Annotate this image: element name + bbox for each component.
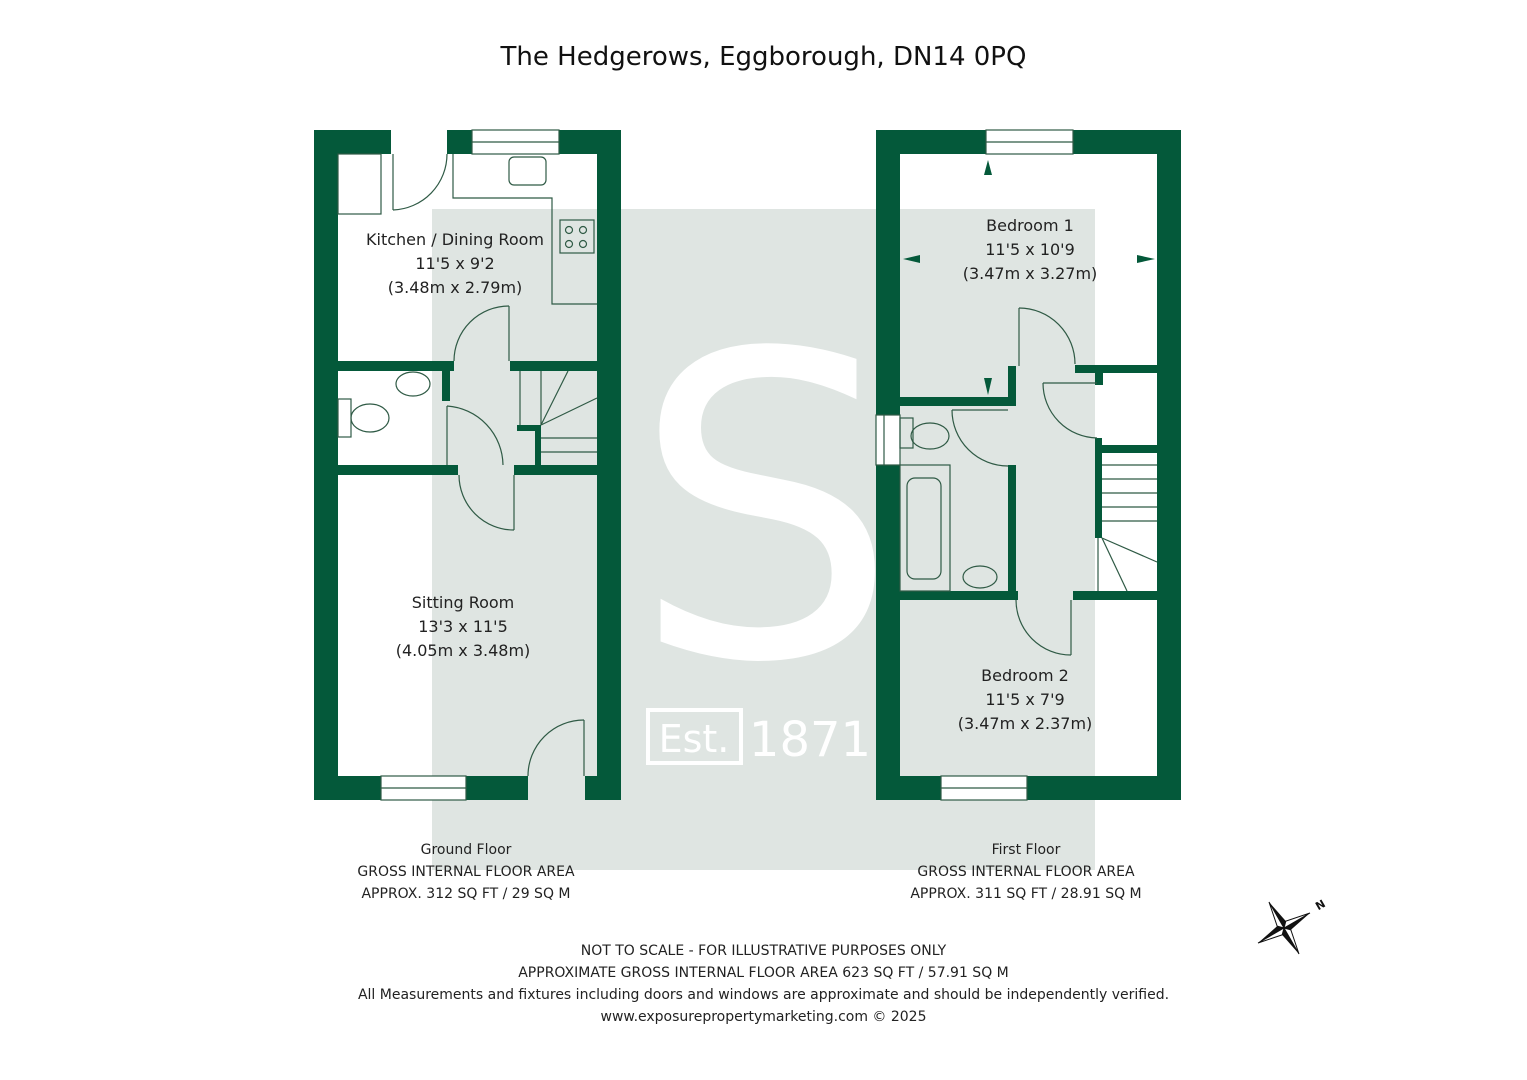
ground-floor-caption: Ground Floor GROSS INTERNAL FLOOR AREA A… bbox=[316, 839, 616, 905]
footer-measurement-note: All Measurements and fixtures including … bbox=[357, 987, 1170, 1003]
compass-north-label: N bbox=[1313, 897, 1327, 913]
first-floor-caption: First Floor GROSS INTERNAL FLOOR AREA AP… bbox=[876, 839, 1176, 905]
room-imperial: 11'5 x 9'2 bbox=[415, 254, 495, 273]
watermark-year: 1871 bbox=[749, 712, 871, 768]
footer-website: www.exposurepropertymarketing.com © 2025 bbox=[600, 1009, 927, 1025]
room-bedroom-1: Bedroom 1 11'5 x 10'9 (3.47m x 3.27m) bbox=[930, 214, 1130, 286]
floor-area-heading: GROSS INTERNAL FLOOR AREA bbox=[357, 864, 575, 880]
footer-not-to-scale: NOT TO SCALE - FOR ILLUSTRATIVE PURPOSES… bbox=[580, 943, 947, 959]
floor-name: Ground Floor bbox=[420, 842, 512, 858]
measure-arrows bbox=[903, 160, 1155, 395]
watermark-est-text: Est. bbox=[659, 717, 730, 761]
room-imperial: 11'5 x 7'9 bbox=[985, 690, 1065, 709]
watermark-est-box bbox=[646, 708, 743, 765]
room-imperial: 11'5 x 10'9 bbox=[985, 240, 1075, 259]
room-kitchen-dining: Kitchen / Dining Room 11'5 x 9'2 (3.48m … bbox=[350, 228, 560, 300]
page-title: The Hedgerows, Eggborough, DN14 0PQ bbox=[500, 42, 1027, 72]
room-name: Bedroom 2 bbox=[981, 666, 1069, 685]
room-imperial: 13'3 x 11'5 bbox=[418, 617, 508, 636]
room-name: Sitting Room bbox=[411, 593, 515, 612]
ground-floor-plan bbox=[314, 130, 621, 800]
floor-area-value: APPROX. 311 SQ FT / 28.91 SQ M bbox=[910, 886, 1142, 902]
room-metric: (3.48m x 2.79m) bbox=[387, 278, 523, 297]
first-floor-plan bbox=[876, 130, 1181, 800]
floor-area-value: APPROX. 312 SQ FT / 29 SQ M bbox=[361, 886, 571, 902]
watermark-panel bbox=[432, 209, 1095, 870]
room-sitting-room: Sitting Room 13'3 x 11'5 (4.05m x 3.48m) bbox=[363, 591, 563, 663]
room-name: Kitchen / Dining Room bbox=[366, 230, 544, 249]
footer-total-area: APPROXIMATE GROSS INTERNAL FLOOR AREA 62… bbox=[518, 965, 1009, 981]
watermark-letter: S bbox=[632, 266, 899, 755]
floor-name: First Floor bbox=[991, 842, 1061, 858]
room-name: Bedroom 1 bbox=[986, 216, 1074, 235]
footer-disclaimer: NOT TO SCALE - FOR ILLUSTRATIVE PURPOSES… bbox=[0, 940, 1527, 1028]
room-bedroom-2: Bedroom 2 11'5 x 7'9 (3.47m x 2.37m) bbox=[925, 664, 1125, 736]
room-metric: (3.47m x 3.27m) bbox=[962, 264, 1098, 283]
room-metric: (3.47m x 2.37m) bbox=[957, 714, 1093, 733]
first-floor-fixtures bbox=[875, 129, 1158, 801]
room-metric: (4.05m x 3.48m) bbox=[395, 641, 531, 660]
compass-rose-icon: N bbox=[1257, 897, 1328, 955]
ground-floor-fixtures bbox=[337, 129, 598, 801]
floor-area-heading: GROSS INTERNAL FLOOR AREA bbox=[917, 864, 1135, 880]
